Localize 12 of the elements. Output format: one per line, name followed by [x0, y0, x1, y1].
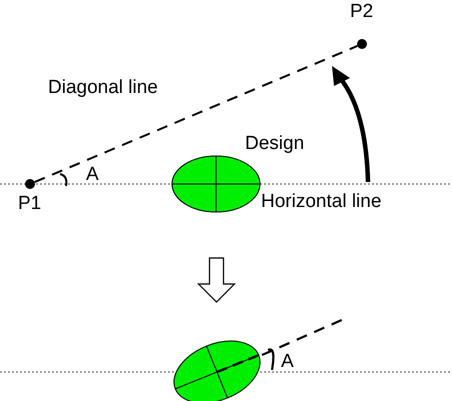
point-dot [25, 179, 35, 189]
diagonal-line [34, 45, 358, 183]
angle-label: A [281, 352, 294, 372]
angle-label: A [86, 165, 99, 185]
point-dot [357, 39, 367, 49]
point-label: P1 [18, 194, 42, 214]
block-arrow [197, 257, 236, 303]
design-ellipse [171, 155, 261, 213]
line-label: Diagonal line [48, 78, 158, 98]
point-label: P2 [350, 2, 374, 22]
line-label: Horizontal line [261, 192, 382, 212]
point-label: Design [245, 134, 304, 154]
